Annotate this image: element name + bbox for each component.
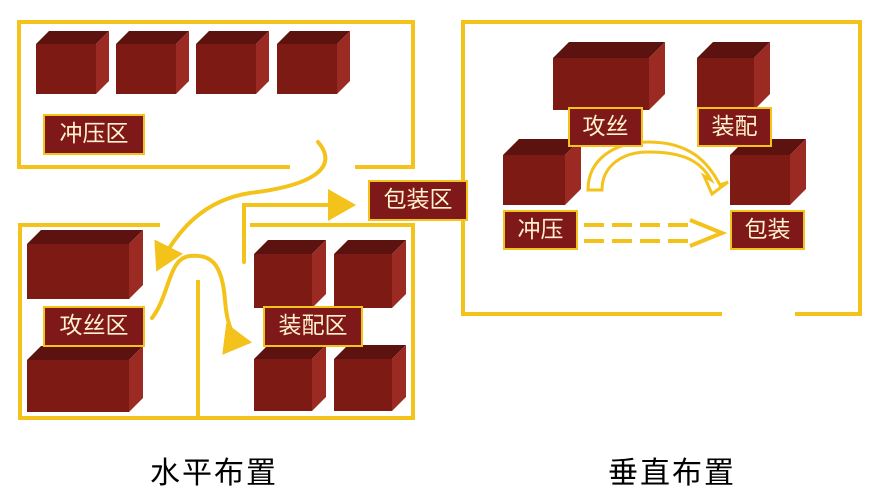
machine-box (254, 240, 326, 308)
flow-assembly-to-packing-arrow (242, 189, 356, 264)
machine-top-face (27, 346, 143, 360)
machine-side-face (312, 345, 326, 411)
machine-box (503, 139, 581, 205)
machine-side-face (337, 31, 350, 94)
machine-box (27, 346, 143, 412)
vertical-room-wall (461, 20, 862, 316)
machine-front-face (334, 254, 392, 308)
machine-top-face (254, 240, 326, 254)
flow-tapping-to-assembly-arrow (150, 253, 252, 355)
top-room-wall (17, 20, 415, 169)
zone-label-packing-area: 包装区 (368, 180, 468, 221)
machine-top-face (36, 31, 109, 44)
machine-box (36, 31, 109, 94)
machine-box (334, 240, 406, 308)
caption-horizontal-layout: 水平布置 (150, 456, 278, 491)
machine-side-face (129, 230, 143, 299)
machine-front-face (196, 44, 256, 94)
machine-side-face (392, 240, 406, 308)
machine-side-face (129, 346, 143, 412)
machine-front-face (27, 360, 129, 412)
zone-label-tapping-area: 攻丝区 (43, 306, 145, 347)
machine-top-face (196, 31, 269, 44)
zone-label-assembly: 装配 (697, 107, 772, 147)
machine-box (334, 345, 406, 411)
machine-side-face (96, 31, 109, 94)
machine-box (116, 31, 189, 94)
zone-label-tapping: 攻丝 (568, 107, 643, 147)
zone-label-assembly-area: 装配区 (263, 306, 363, 347)
machine-front-face (36, 44, 96, 94)
machines (27, 31, 806, 412)
machine-box (277, 31, 350, 94)
machine-side-face (649, 42, 665, 110)
machine-front-face (116, 44, 176, 94)
horizontal-walls (17, 20, 415, 420)
machine-front-face (254, 254, 312, 308)
vertical-walls (461, 20, 862, 316)
machine-box (553, 42, 665, 110)
flow-stamping-to-packing-head (689, 218, 728, 248)
machine-side-face (176, 31, 189, 94)
machine-box (730, 139, 806, 205)
machine-top-face (334, 240, 406, 254)
machine-top-face (697, 42, 770, 58)
machine-front-face (277, 44, 337, 94)
machine-front-face (503, 155, 565, 205)
zone-label-stamping: 冲压 (503, 210, 578, 250)
bottom-room-wall (18, 223, 415, 420)
machine-box (196, 31, 269, 94)
machine-front-face (27, 244, 129, 299)
machine-side-face (790, 139, 806, 205)
machine-top-face (27, 230, 143, 244)
machine-front-face (254, 359, 312, 411)
flow-stamping-to-tapping-arrow (154, 140, 328, 272)
machine-box (27, 230, 143, 299)
machine-side-face (754, 42, 770, 110)
machine-front-face (553, 58, 649, 110)
machine-box (254, 345, 326, 411)
machine-side-face (565, 139, 581, 205)
machine-top-face (254, 345, 326, 359)
machine-top-face (553, 42, 665, 58)
zone-label-packing: 包装 (730, 210, 805, 250)
machine-side-face (256, 31, 269, 94)
caption-vertical-layout: 垂直布置 (608, 456, 736, 491)
machine-top-face (116, 31, 189, 44)
horizontal-flow-arrows (150, 140, 356, 355)
machine-top-face (334, 345, 406, 359)
machine-side-face (392, 345, 406, 411)
vertical-flow-arrows (584, 140, 729, 248)
machine-side-face (312, 240, 326, 308)
machine-front-face (334, 359, 392, 411)
machine-front-face (730, 155, 790, 205)
machine-front-face (697, 58, 754, 110)
flow-tapping-to-assembly-arc (586, 140, 729, 197)
zone-label-stamping-area: 冲压区 (43, 114, 145, 155)
machine-box (697, 42, 770, 110)
machine-top-face (503, 139, 581, 155)
machine-top-face (277, 31, 350, 44)
